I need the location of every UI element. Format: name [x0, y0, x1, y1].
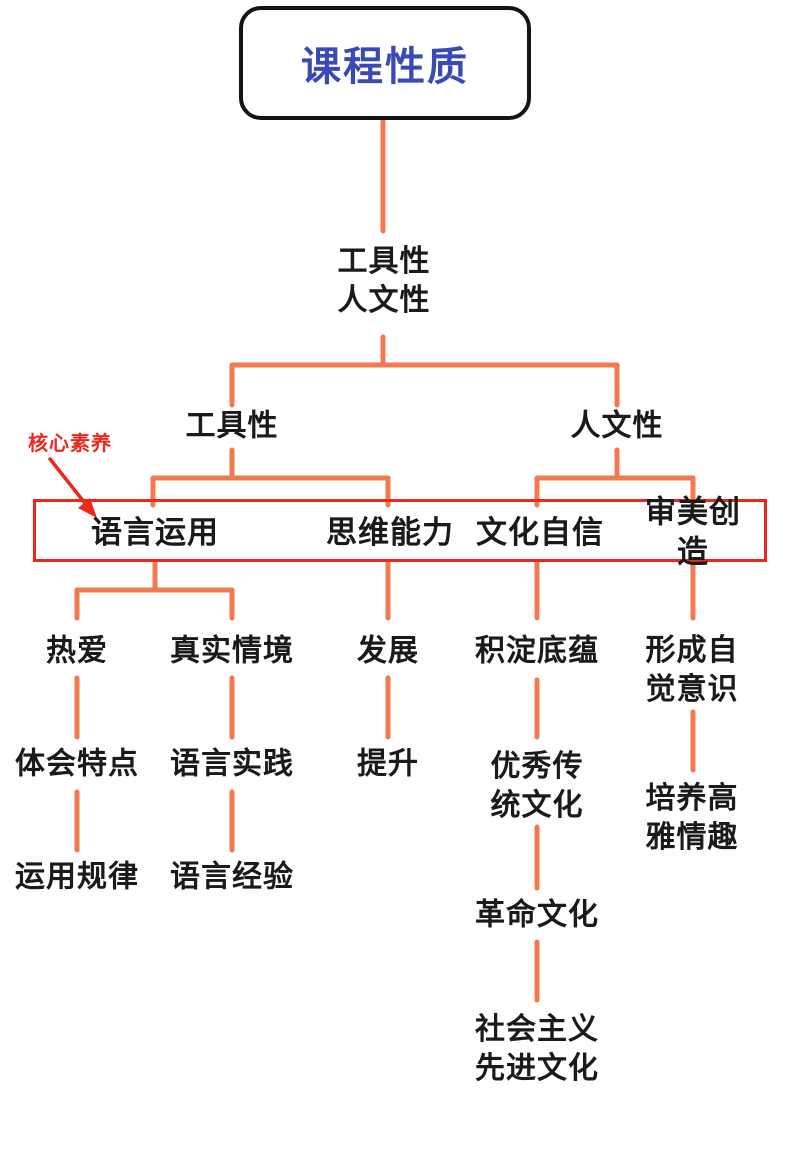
competency-thinking-ability: 思维能力: [326, 514, 454, 550]
competency-culture-confidence: 文化自信: [476, 514, 604, 550]
trunk-label: 工具性 人文性: [337, 245, 431, 317]
wire-tool-bracket: [150, 475, 391, 508]
node-improve: 提升: [357, 747, 419, 781]
wire-language-use-bracket: [74, 587, 235, 621]
node-accumulate-heritage: 积淀底蕴: [475, 634, 599, 668]
node-traditional-culture: 优秀传 统文化: [490, 750, 584, 822]
root-title-box: 课程性质: [239, 6, 531, 120]
node-experience-traits: 体会特点: [15, 747, 139, 781]
node-revolutionary-culture: 革命文化: [475, 898, 599, 932]
node-passion: 热爱: [46, 634, 108, 668]
branch-humanistic: 人文性: [570, 409, 664, 443]
branch-tool: 工具性: [185, 409, 279, 443]
node-language-experience: 语言经验: [170, 860, 294, 894]
wire-trunk-bracket: [229, 362, 620, 408]
annotation-arrow-head: [78, 498, 97, 518]
node-apply-rules: 运用规律: [15, 860, 139, 894]
wire-humanistic-bracket: [534, 475, 696, 508]
root-title: 课程性质: [301, 45, 469, 89]
competency-language-use: 语言运用: [91, 514, 219, 550]
node-self-awareness: 形成自 觉意识: [645, 634, 739, 706]
core-literacy-annotation: 核心素养: [28, 433, 112, 455]
node-develop: 发展: [357, 634, 419, 668]
competency-aesthetic-creation: 审美创造: [645, 494, 741, 570]
node-elegant-taste: 培养高 雅情趣: [645, 782, 739, 854]
core-competency-box: [33, 499, 767, 562]
node-language-practice: 语言实践: [170, 747, 294, 781]
node-socialist-culture: 社会主义 先进文化: [475, 1013, 599, 1085]
node-real-context: 真实情境: [170, 634, 294, 668]
